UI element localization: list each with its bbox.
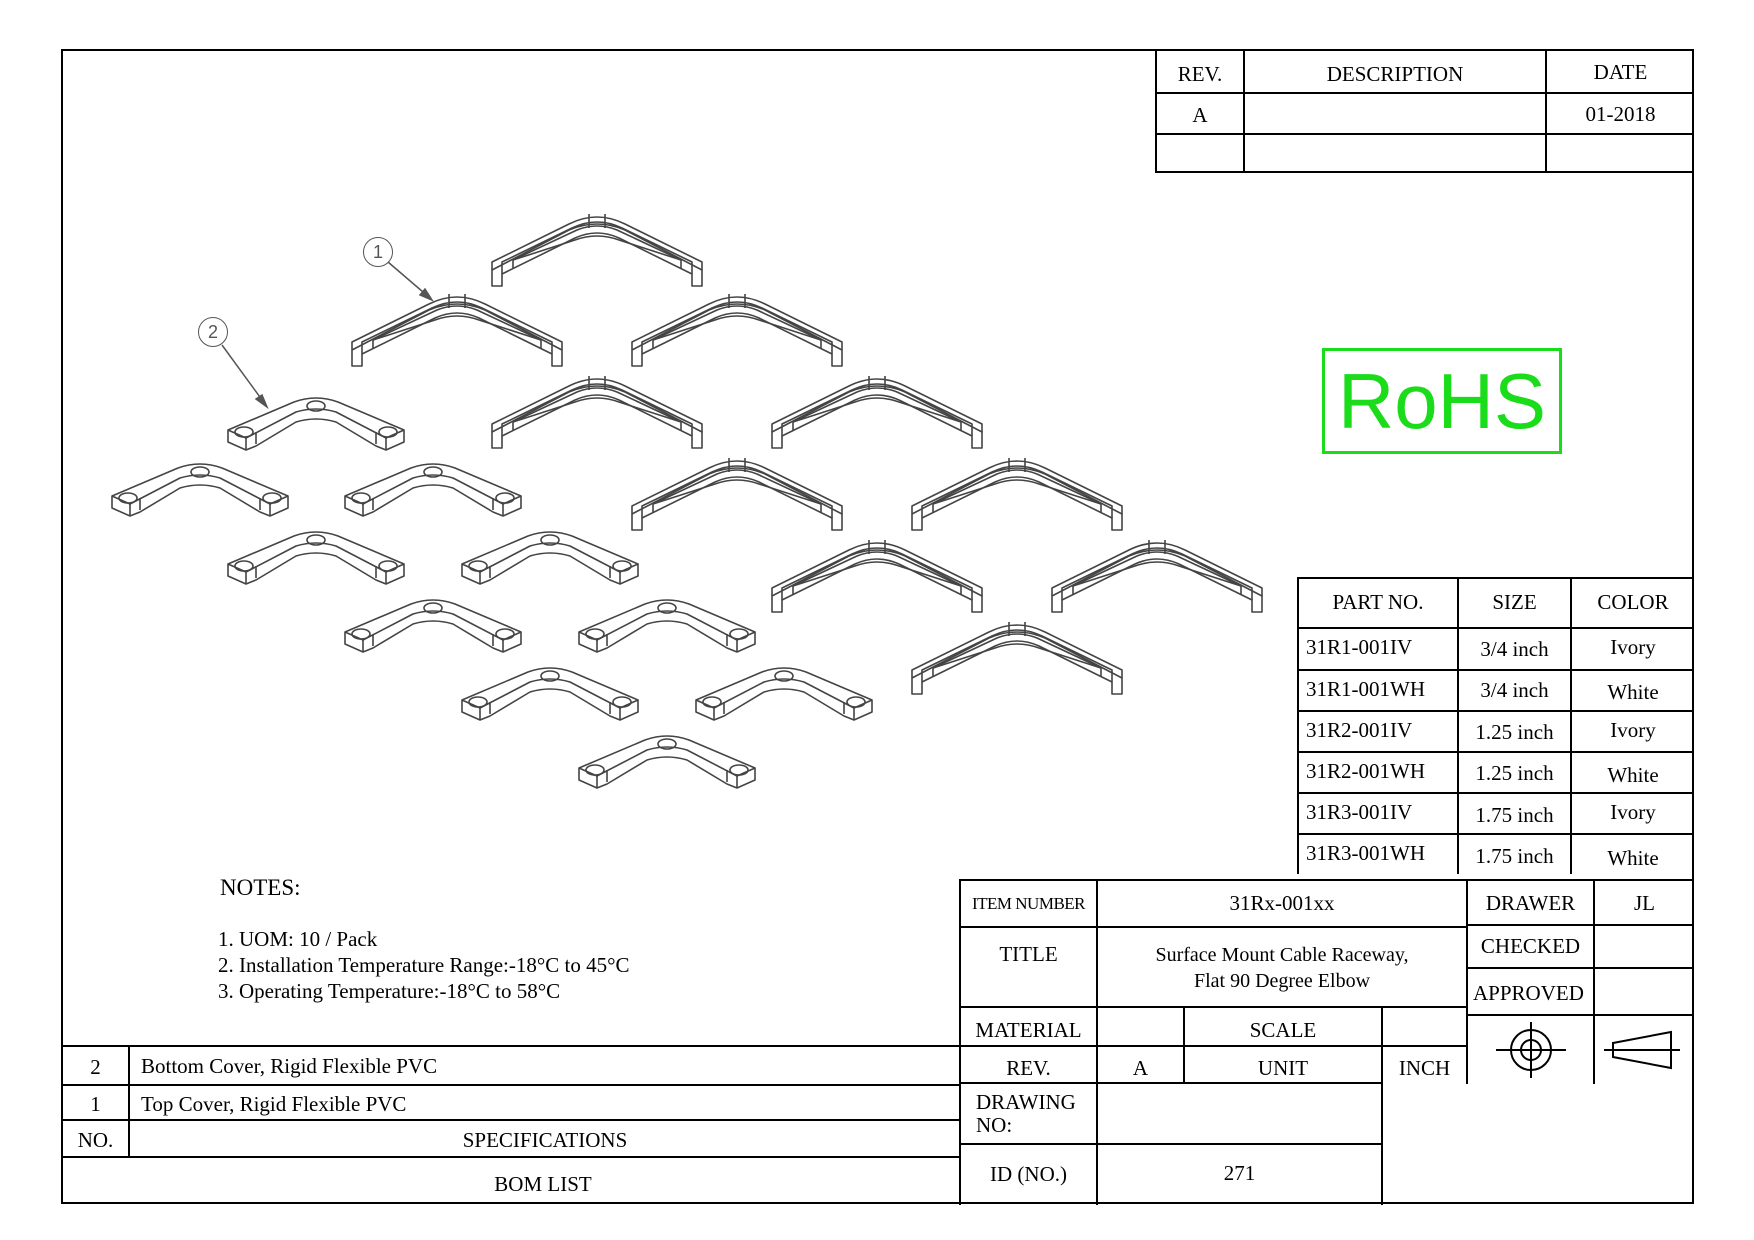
part-no-header: PART NO. (1332, 590, 1424, 614)
part-color: White (1607, 680, 1659, 704)
notes-heading: NOTES: (220, 875, 301, 900)
drawing-border (61, 49, 1694, 1204)
top-cover-elbow (771, 539, 983, 613)
drawer-label: DRAWER (1485, 891, 1576, 915)
title-line-2: Flat 90 Degree Elbow (1193, 970, 1371, 992)
rohs-logo: RoHS (1322, 348, 1562, 454)
part-no: 31R1-001WH (1306, 677, 1425, 701)
unit-value: INCH (1398, 1056, 1451, 1080)
top-cover-elbow (491, 213, 703, 287)
top-cover-elbow (631, 457, 843, 531)
bottom-cover-elbow (461, 531, 639, 585)
drawing-no-label: NO: (976, 1113, 1013, 1137)
bottom-cover-elbow (578, 599, 756, 653)
part-size: 1.75 inch (1475, 844, 1554, 868)
part-color: Ivory (1610, 635, 1656, 659)
item-number: 31Rx-001xx (1229, 891, 1335, 915)
part-no: 31R2-001IV (1306, 718, 1413, 742)
bom-list-label: BOM LIST (494, 1172, 592, 1196)
top-cover-elbow (351, 293, 563, 367)
date-header: DATE (1593, 60, 1648, 84)
balloon-2: 2 (198, 317, 228, 347)
bottom-cover-elbow (695, 667, 873, 721)
bottom-cover-elbow (344, 599, 522, 653)
part-size: 3/4 inch (1480, 678, 1549, 702)
scale-label: SCALE (1249, 1018, 1317, 1042)
part-color: Ivory (1610, 718, 1656, 742)
projection-symbol (1496, 1022, 1680, 1078)
id-value: 271 (1223, 1161, 1256, 1185)
drawer-value: JL (1634, 891, 1655, 915)
unit-label: UNIT (1257, 1056, 1309, 1080)
id-label: ID (NO.) (990, 1162, 1067, 1186)
part-color: Ivory (1610, 800, 1656, 824)
rev-value: A (1132, 1056, 1149, 1080)
drawing-no-label: DRAWING (976, 1090, 1076, 1114)
part-no: 31R1-001IV (1306, 635, 1413, 659)
part-size: 1.25 inch (1475, 761, 1554, 785)
title-line-1: Surface Mount Cable Raceway, (1155, 944, 1409, 966)
leader-lines (221, 261, 434, 410)
bom-no: 2 (90, 1055, 101, 1079)
part-size: 3/4 inch (1480, 637, 1549, 661)
color-header: COLOR (1597, 590, 1669, 614)
top-cover-elbow (771, 375, 983, 449)
bom-spec-header: SPECIFICATIONS (462, 1128, 628, 1152)
item-number-label: ITEM NUMBER (971, 894, 1086, 913)
bottom-cover-elbow (578, 735, 756, 789)
approved-label: APPROVED (1473, 981, 1584, 1005)
description-header: DESCRIPTION (1326, 62, 1464, 86)
bottom-cover-elbow (461, 667, 639, 721)
bottom-cover-elbow (227, 397, 405, 451)
top-cover-elbow (631, 293, 843, 367)
bottom-cover-elbow (227, 531, 405, 585)
rev-value: A (1192, 103, 1208, 127)
top-cover-elbow (1051, 539, 1263, 613)
bottom-cover-elbow (344, 463, 522, 517)
rev-label: REV. (1006, 1056, 1051, 1080)
part-size: 1.75 inch (1475, 803, 1554, 827)
balloon-1: 1 (363, 237, 393, 267)
part-no: 31R3-001WH (1306, 841, 1425, 865)
checked-label: CHECKED (1480, 934, 1581, 958)
part-no: 31R2-001WH (1306, 759, 1425, 783)
top-cover-elbow (491, 375, 703, 449)
top-cover-elbow (911, 621, 1123, 695)
part-color: White (1607, 846, 1659, 870)
part-color: White (1607, 763, 1659, 787)
bom-spec: Top Cover, Rigid Flexible PVC (141, 1092, 407, 1116)
bottom-cover-elbow (111, 463, 289, 517)
note-item: 2. Installation Temperature Range:-18°C … (218, 953, 630, 977)
rev-header: REV. (1177, 62, 1223, 86)
title-label: TITLE (999, 942, 1058, 966)
bom-spec: Bottom Cover, Rigid Flexible PVC (141, 1054, 438, 1078)
note-item: 1. UOM: 10 / Pack (218, 927, 378, 951)
rev-date: 01-2018 (1585, 102, 1656, 126)
part-no: 31R3-001IV (1306, 800, 1413, 824)
top-cover-elbow (911, 457, 1123, 531)
bom-no-header: NO. (77, 1128, 114, 1152)
material-label: MATERIAL (975, 1018, 1082, 1042)
bom-no: 1 (90, 1092, 101, 1116)
size-header: SIZE (1492, 590, 1537, 614)
note-item: 3. Operating Temperature:-18°C to 58°C (218, 979, 561, 1003)
part-size: 1.25 inch (1475, 720, 1554, 744)
